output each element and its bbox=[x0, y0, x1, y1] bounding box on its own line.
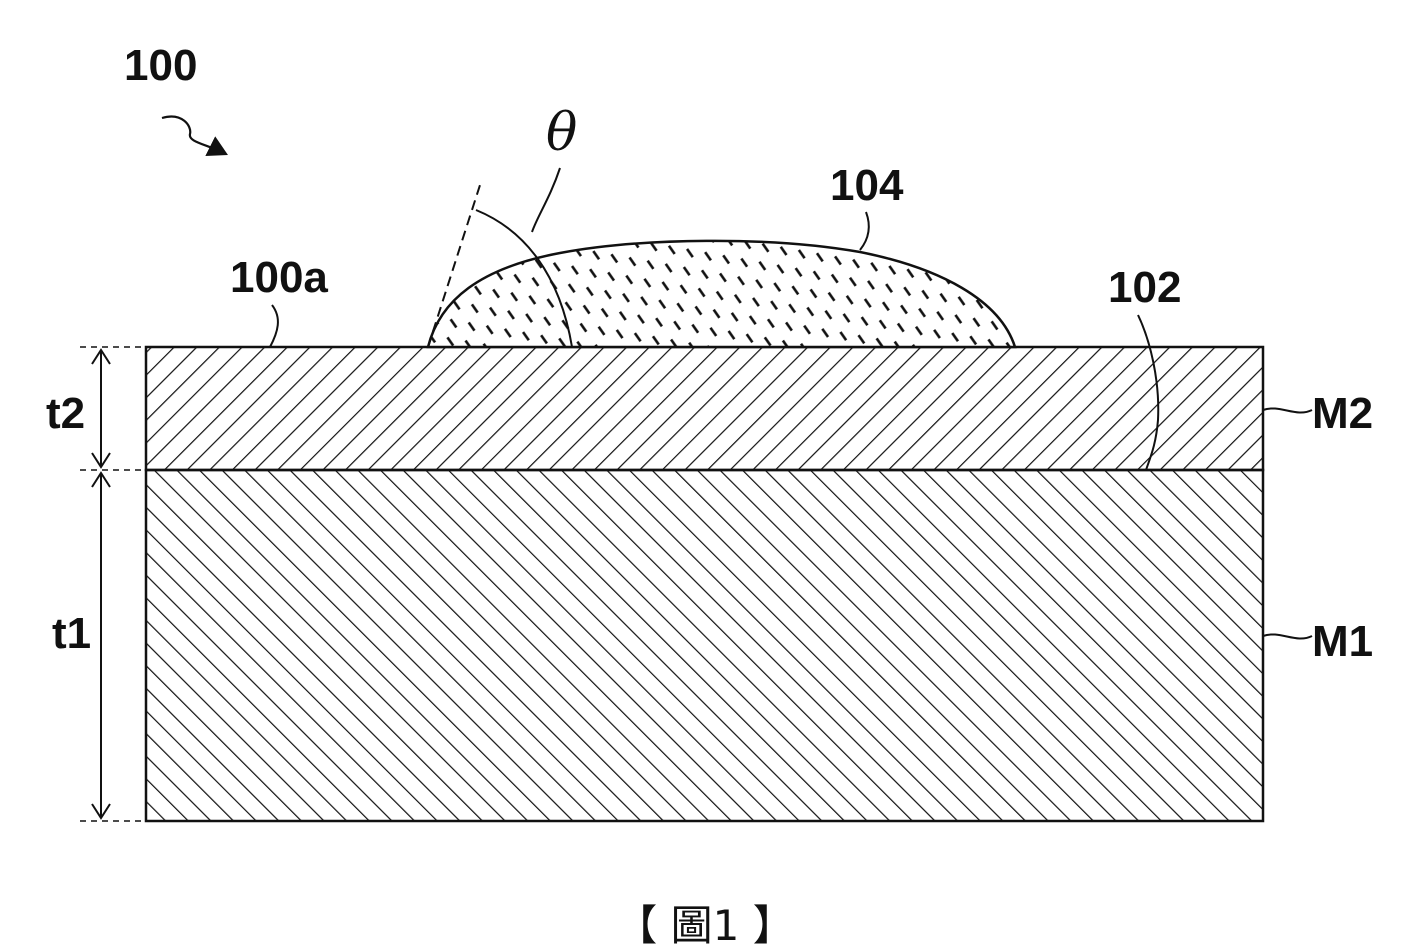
figure-caption: 【 圖1 】 bbox=[615, 901, 794, 944]
device-leader-arrow bbox=[162, 117, 226, 154]
droplet-leader bbox=[860, 212, 869, 250]
thickness-bottom-label: t1 bbox=[52, 609, 91, 658]
m1-leader bbox=[1263, 634, 1312, 638]
layer-top-label: M2 bbox=[1312, 389, 1373, 438]
droplet-label: 104 bbox=[830, 161, 904, 210]
layer-bottom-label: M1 bbox=[1312, 617, 1373, 666]
droplet-104-fill bbox=[428, 241, 1015, 347]
layer-m2 bbox=[146, 347, 1263, 470]
angle-label: θ bbox=[546, 103, 577, 163]
layer-m1 bbox=[146, 470, 1263, 821]
device-label: 100 bbox=[124, 41, 197, 90]
angle-leader bbox=[532, 168, 560, 232]
interface-label: 102 bbox=[1108, 263, 1181, 312]
surface-leader bbox=[270, 305, 278, 347]
thickness-top-label: t2 bbox=[46, 389, 85, 438]
surface-label: 100a bbox=[230, 253, 328, 302]
m2-leader bbox=[1263, 408, 1312, 412]
